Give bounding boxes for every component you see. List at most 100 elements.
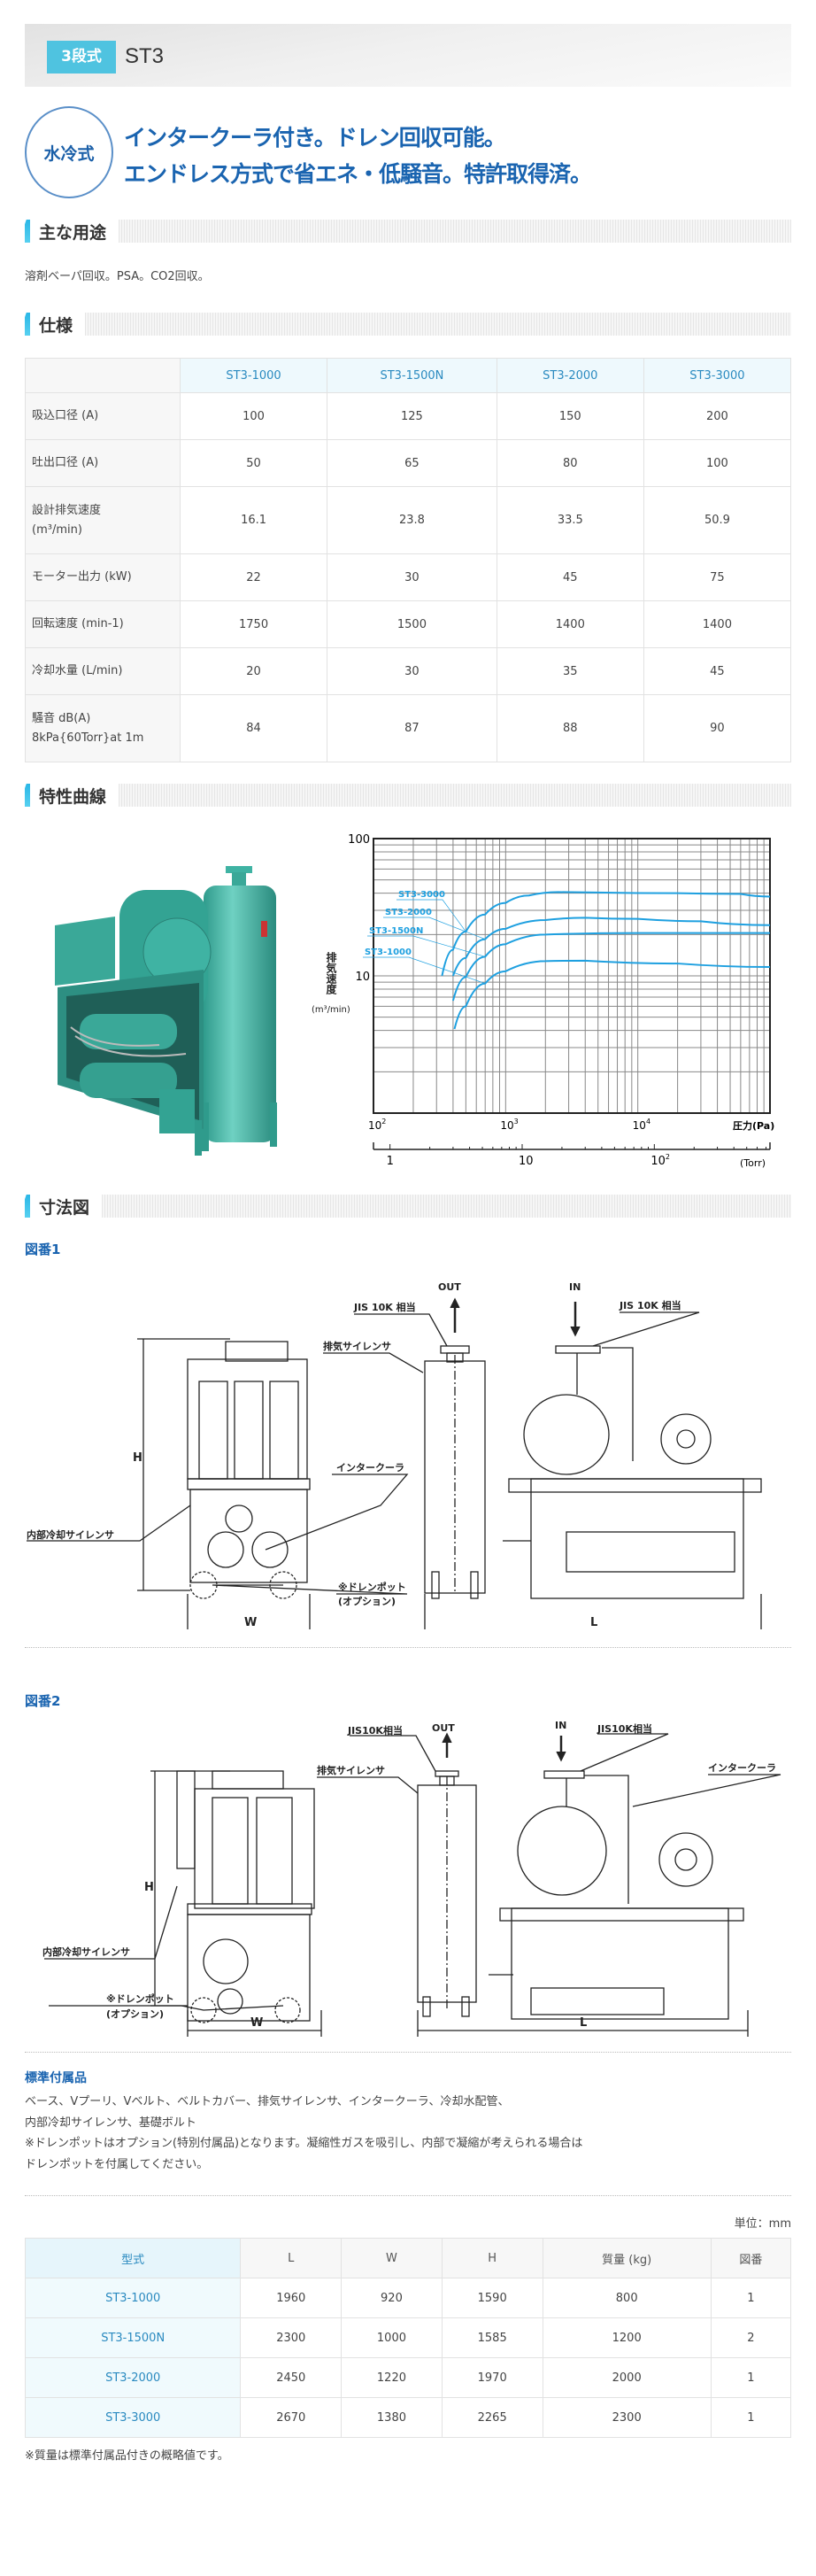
cell: 90 [643,694,792,762]
l-dimension: L [590,1616,597,1629]
product-title: ST3 [125,44,165,68]
l-dimension: L [580,2016,587,2030]
out-label: OUT [432,1722,455,1734]
col-header: W [341,2238,443,2278]
series-label: ST3-1500N [369,926,423,936]
row-label: 吸込口径 (A) [25,392,181,440]
series-leader-line [363,956,486,984]
cell: 1 [710,2397,792,2438]
heading-text: 仕様 [39,315,73,336]
cell: 80 [496,439,644,487]
figure-2-title: 図番2 [25,1693,61,1709]
section-heading-dims: 寸法図 [25,1195,791,1218]
w-dimension: W [244,1616,257,1629]
col-header: H [441,2238,543,2278]
cell: 2670 [240,2397,343,2438]
model-header: ST3-1500N [327,358,497,393]
x2-axis-label: (Torr) [740,1157,766,1169]
cell: 2 [710,2317,792,2358]
torr-tick-exponent: 2 [666,1153,670,1161]
row-label: 騒音 dB(A)8kPa{60Torr}at 1m [25,694,181,762]
x-tick-label: 103 [500,1118,518,1132]
front-view [503,1345,762,1599]
cell: 87 [327,694,497,762]
h-dimension: H [133,1451,142,1465]
model-cell: ST3-1000 [24,2278,242,2318]
cell: 75 [643,553,792,601]
feature-line-2: エンドレス方式で省エネ・低騒音。特許取得済。 [124,161,592,187]
side-view [176,1770,315,2023]
cell: 100 [179,392,328,440]
cell: 45 [496,553,644,601]
cell: 1400 [643,600,792,648]
heading-stripe [119,220,791,243]
cell: 50.9 [643,486,792,554]
uses-text: 溶剤ベーパ回収。PSA。CO2回収。 [25,270,210,283]
drain-pot-note: ※ドレンポットはオプション(特別付属品)となります。凝縮性ガスを吸引し、内部で凝… [25,2137,583,2150]
cell: 1000 [341,2317,443,2358]
jis-label-right: JIS 10K 相当 [619,1299,681,1311]
torr-tick-label: 10 [519,1155,534,1168]
cell: 2000 [542,2357,712,2398]
model-header: ST3-2000 [496,358,644,393]
dimension-drawing-1: OUT IN JIS 10K 相当 JIS 10K 相当 排気サイレンサ インタ… [27,1281,762,1629]
silencer [417,1770,477,2017]
cell: 2265 [441,2397,543,2438]
front-view [489,1770,744,2020]
feature-line-1: インタークーラ付き。ドレン回収可能。 [124,125,506,151]
cell: 35 [496,647,644,695]
chart-grid [373,839,770,1114]
series-label: ST3-1000 [365,948,412,957]
series-line-st3-1000 [453,959,771,1030]
model-header: ST3-3000 [643,358,792,393]
model-header: ST3-1000 [179,358,328,393]
silencer-label: 排気サイレンサ [317,1764,385,1776]
heading-stripe [102,1195,791,1218]
cell: 200 [643,392,792,440]
cell: 20 [179,647,328,695]
heading-accent [25,1195,30,1218]
intercooler-label: インタークーラ [336,1462,404,1474]
cell: 45 [643,647,792,695]
cell: 88 [496,694,644,762]
series-leader-line [367,935,486,957]
row-label: 設計排気速度(m³/min) [25,486,181,554]
option-label: (オプション) [338,1595,396,1607]
series-leader-line [396,899,466,932]
cell: 1 [710,2278,792,2318]
spec-header-row: ST3-1000 ST3-1500N ST3-2000 ST3-3000 [25,358,792,393]
row-label-condition: 8kPa{60Torr}at 1m [32,731,144,745]
section-heading-uses: 主な用途 [25,220,791,243]
row-label: モーター出力 (kW) [25,553,181,601]
x-tick-exponent: 3 [514,1118,519,1126]
series-label: ST3-2000 [385,908,432,917]
y-axis-unit: (m³/min) [312,1005,350,1015]
torr-tick-label: 1 [387,1155,394,1168]
section-heading-curves: 特性曲線 [25,784,791,807]
in-label: IN [555,1720,566,1731]
cell: 1500 [327,600,497,648]
cell: 23.8 [327,486,497,554]
col-header: 型式 [24,2238,242,2278]
heading-text: 主な用途 [39,222,107,243]
x-tick-label: 104 [633,1118,650,1132]
cell: 800 [542,2278,712,2318]
jis-label-left: JIS10K相当 [347,1724,403,1737]
heading-accent [25,313,30,336]
spec-table: ST3-1000 ST3-1500N ST3-2000 ST3-3000 吸込口… [25,358,792,762]
cell: 1400 [496,600,644,648]
divider [25,1647,791,1648]
stage-badge: 3段式 [47,41,116,73]
heading-accent [25,220,30,243]
col-header: 質量 (kg) [542,2238,712,2278]
torr-tick-label: 102 [650,1153,670,1168]
jis-label-right: JIS10K相当 [597,1722,652,1735]
cell: 22 [179,553,328,601]
